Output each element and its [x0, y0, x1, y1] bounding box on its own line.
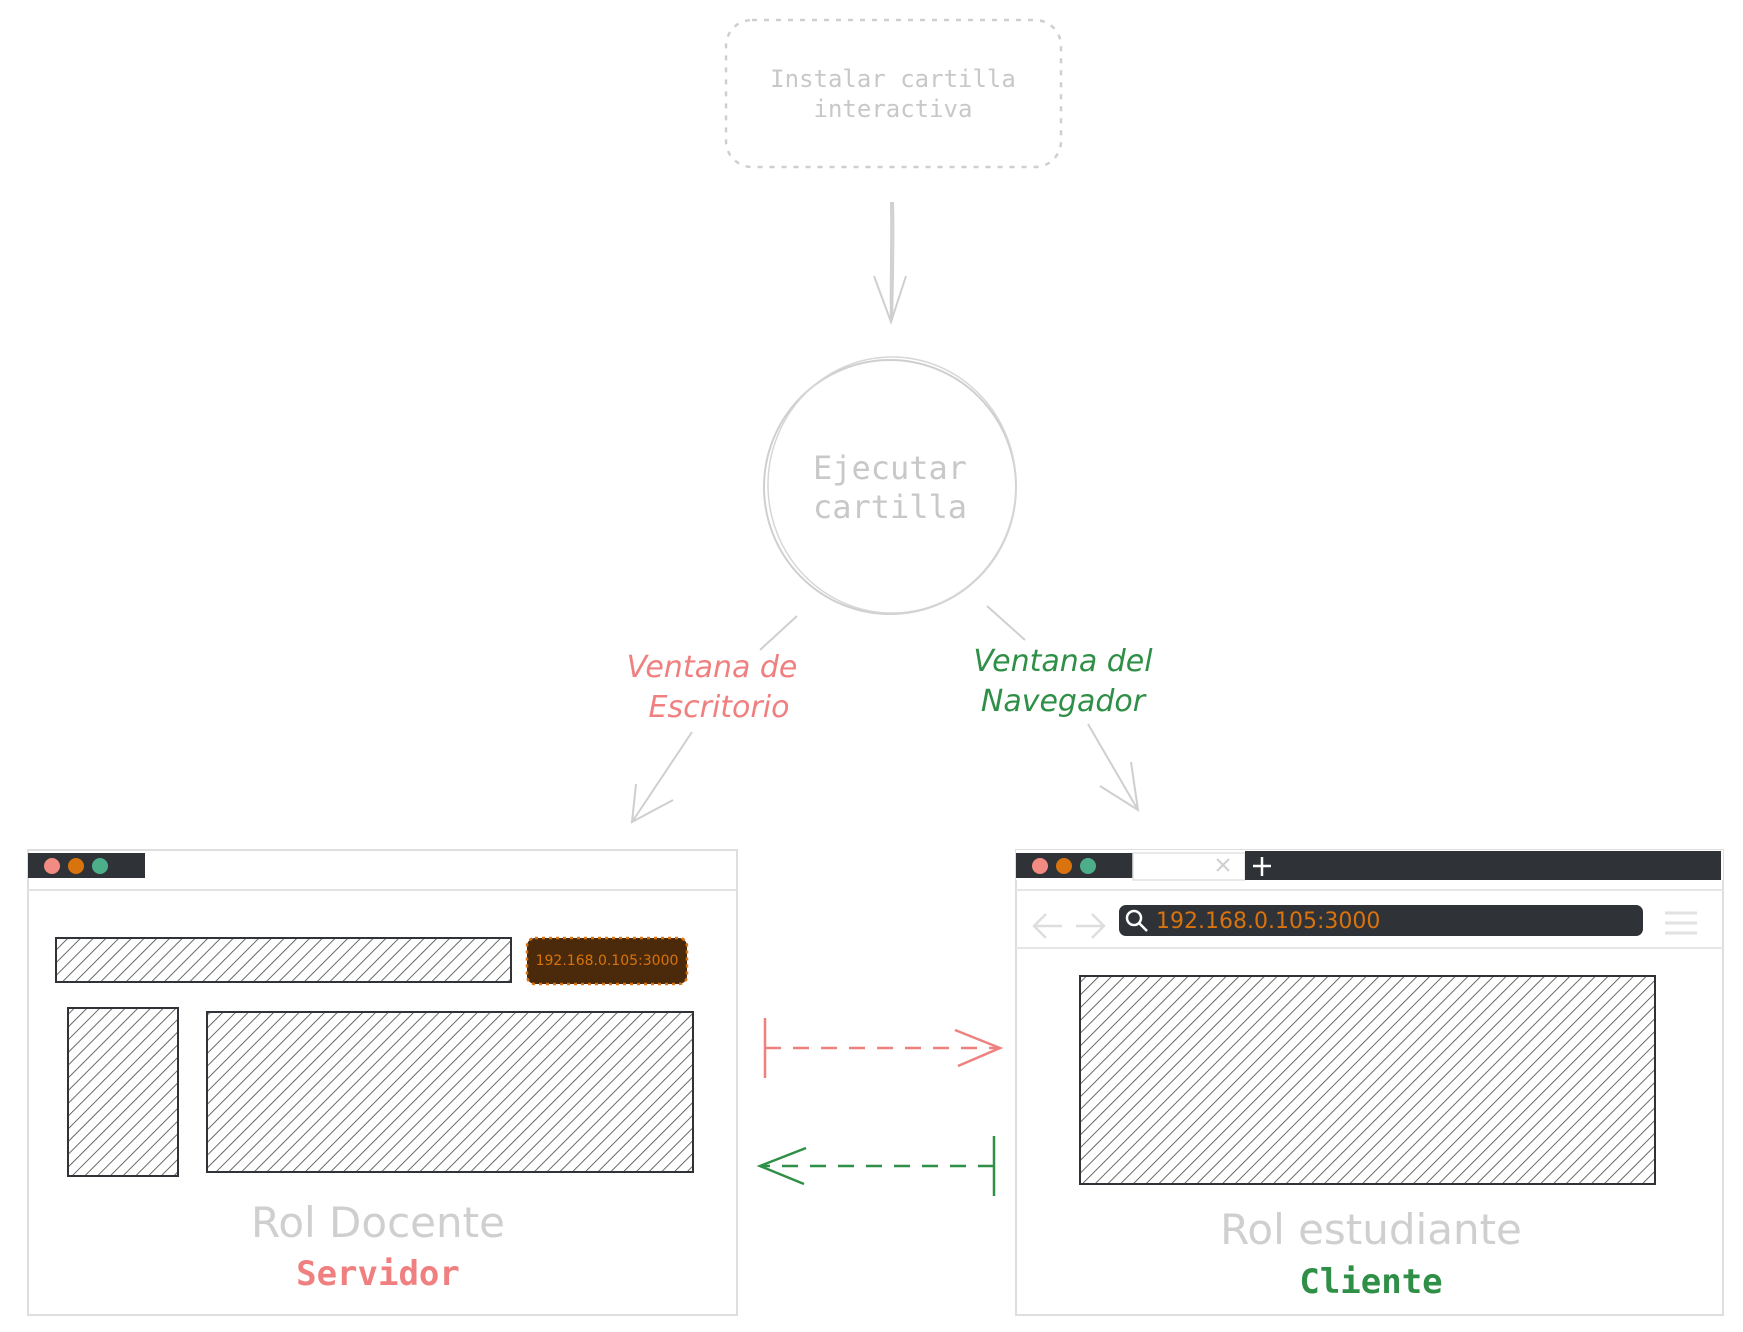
- menu-icon[interactable]: [1665, 911, 1697, 935]
- edge-label-desktop: Ventana de Escritorio: [627, 650, 798, 725]
- arrow-client-to-server: [756, 1136, 996, 1196]
- teacher-type-label: Servidor: [296, 1254, 460, 1294]
- teacher-desktop-window: 192.168.0.105:3000 Rol Docente Servidor: [27, 849, 738, 1316]
- maximize-dot-icon[interactable]: [92, 858, 108, 874]
- edge-desktop-line2: Escritorio: [649, 690, 790, 725]
- arrow-execute-to-browser: [986, 605, 1140, 813]
- tab-close-icon[interactable]: [1216, 858, 1230, 872]
- install-label-line1: Instalar cartilla: [770, 65, 1016, 93]
- install-label-line2: interactiva: [814, 95, 973, 123]
- student-type-label: Cliente: [1299, 1262, 1442, 1302]
- teacher-main-panel: [206, 1011, 694, 1173]
- close-dot-icon[interactable]: [1032, 858, 1048, 874]
- teacher-ip-text: 192.168.0.105:3000: [536, 953, 679, 969]
- install-node: Instalar cartilla interactiva: [724, 18, 1063, 169]
- search-icon: [1125, 909, 1148, 932]
- arrow-execute-to-desktop: [630, 615, 798, 824]
- forward-arrow-icon[interactable]: [1076, 913, 1106, 939]
- arrow-install-to-execute: [873, 201, 907, 326]
- edge-browser-line2: Navegador: [981, 684, 1147, 719]
- maximize-dot-icon[interactable]: [1080, 858, 1096, 874]
- address-url: 192.168.0.105:3000: [1156, 909, 1380, 934]
- student-browser-window: 192.168.0.105:3000 Rol estudiante Client…: [1015, 849, 1724, 1316]
- teacher-side-panel: [67, 1007, 179, 1177]
- teacher-ip-badge[interactable]: [525, 936, 689, 986]
- tab-strip: [1245, 851, 1721, 880]
- browser-tab[interactable]: [1132, 852, 1246, 881]
- execute-node: Ejecutar cartilla: [763, 356, 1017, 615]
- teacher-role-label: Rol Docente: [251, 1198, 505, 1247]
- edge-desktop-line1: Ventana de: [627, 650, 798, 685]
- back-arrow-icon[interactable]: [1032, 913, 1062, 939]
- student-role-label: Rol estudiante: [1220, 1205, 1522, 1254]
- arrow-server-to-client: [763, 1018, 1004, 1078]
- teacher-hatched-bar: [55, 937, 512, 983]
- minimize-dot-icon[interactable]: [1056, 858, 1072, 874]
- close-dot-icon[interactable]: [44, 858, 60, 874]
- new-tab-plus-icon[interactable]: [1253, 857, 1271, 876]
- minimize-dot-icon[interactable]: [68, 858, 84, 874]
- edge-label-browser: Ventana del Navegador: [973, 644, 1153, 719]
- execute-label-line2: cartilla: [813, 488, 967, 526]
- edge-browser-line1: Ventana del: [973, 644, 1153, 679]
- student-content-panel: [1079, 975, 1656, 1185]
- address-bar[interactable]: [1119, 905, 1643, 936]
- execute-label-line1: Ejecutar: [813, 449, 967, 487]
